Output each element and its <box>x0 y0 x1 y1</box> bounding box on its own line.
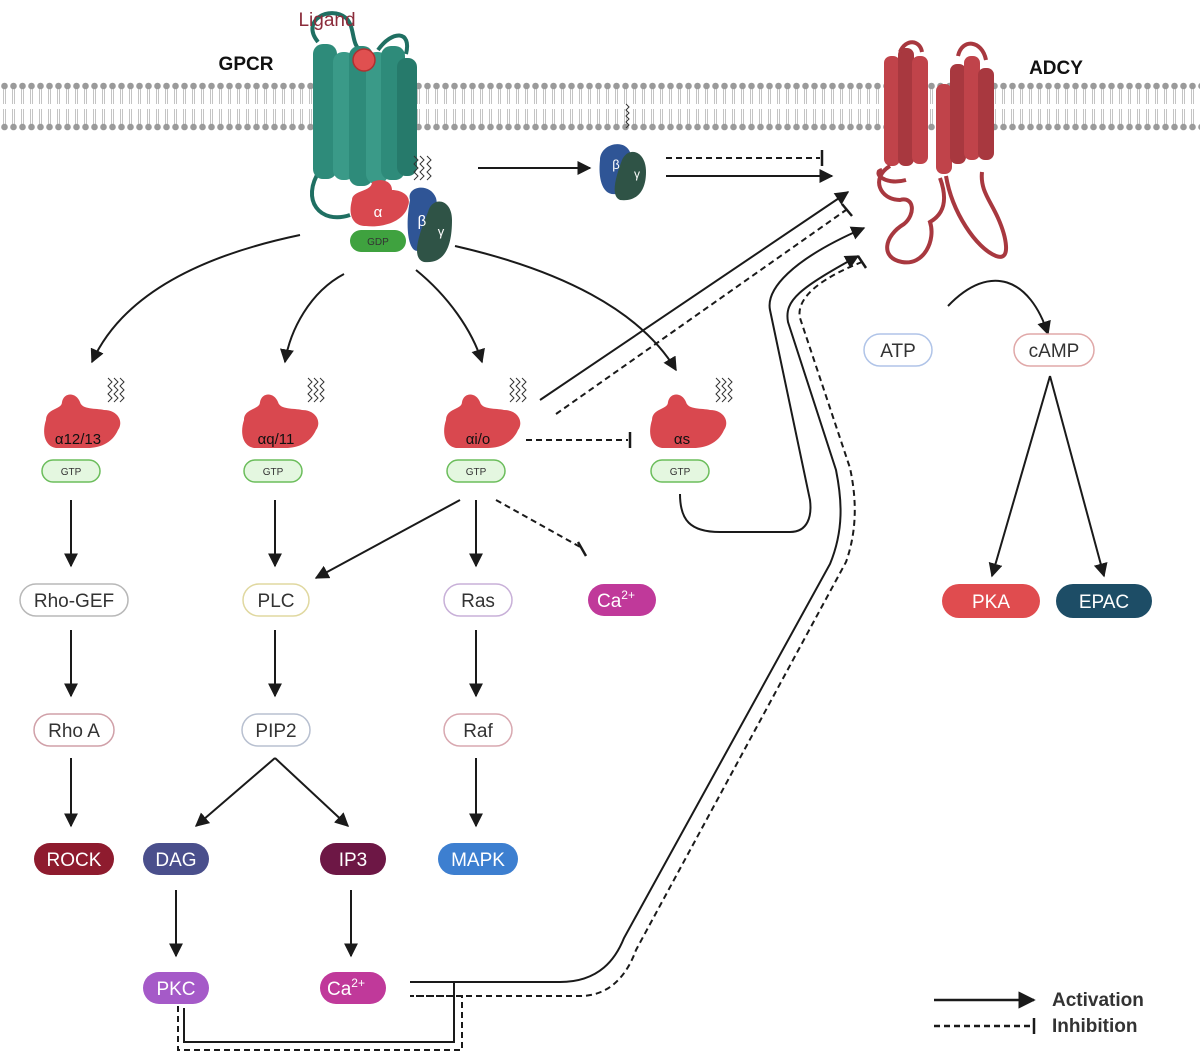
rho-gef-node: Rho-GEF <box>19 583 129 617</box>
camp-node: cAMP <box>1013 333 1095 367</box>
ip3-node: IP3 <box>320 843 386 875</box>
pkc-node: PKC <box>143 972 209 1004</box>
legend-inhibition-label: Inhibition <box>1052 1016 1137 1037</box>
beta-label: β <box>418 213 427 230</box>
activation-arrows <box>64 169 1108 1043</box>
rock-node: ROCK <box>34 843 114 875</box>
ras-label: Ras <box>461 591 495 612</box>
galpha-12-13-label: α12/13 <box>55 431 101 448</box>
legend: Activation Inhibition <box>934 990 1144 1037</box>
svg-text:Ca2+: Ca2+ <box>597 588 635 612</box>
galpha-12-13 <box>41 377 125 483</box>
calcium-node-plc: Ca2+ <box>320 972 386 1004</box>
dag-node: DAG <box>143 843 209 875</box>
atp-label: ATP <box>880 341 916 362</box>
g-protein-heterotrimer <box>350 155 452 263</box>
rho-a-label: Rho A <box>48 721 100 742</box>
atp-node: ATP <box>863 333 933 367</box>
galpha-q-11 <box>242 377 325 483</box>
galpha-s-label: αs <box>674 431 690 448</box>
rho-gef-label: Rho-GEF <box>34 591 114 612</box>
cell-membrane <box>0 82 1200 132</box>
ip3-label: IP3 <box>339 850 368 871</box>
gdp-label: GDP <box>367 237 389 248</box>
calcium-label-1: Ca <box>327 979 352 1000</box>
calcium-charge-2: 2+ <box>621 588 635 602</box>
mapk-label: MAPK <box>451 850 505 871</box>
inhibition-arrows <box>177 157 863 1051</box>
gtp-label-2: GTP <box>263 467 284 478</box>
gamma-label: γ <box>438 224 445 239</box>
pkc-label: PKC <box>156 979 195 1000</box>
plc-label: PLC <box>258 591 295 612</box>
gpcr-label: GPCR <box>219 54 274 75</box>
inhibition-bars <box>576 150 868 557</box>
calcium-label-2: Ca <box>597 591 622 612</box>
dag-label: DAG <box>155 850 196 871</box>
gtp-label-4: GTP <box>670 467 691 478</box>
gamma-free-label: γ <box>634 167 640 181</box>
gtp-label-1: GTP <box>61 467 82 478</box>
plc-node: PLC <box>242 583 310 617</box>
legend-activation-label: Activation <box>1052 990 1144 1011</box>
pip2-node: PIP2 <box>241 713 311 747</box>
galpha-q-11-label: αq/11 <box>258 431 295 448</box>
pka-node: PKA <box>942 584 1040 618</box>
adenylyl-cyclase <box>876 40 1008 265</box>
epac-label: EPAC <box>1079 592 1129 613</box>
svg-text:Ca2+: Ca2+ <box>327 976 365 1000</box>
pka-label: PKA <box>972 592 1010 613</box>
beta-free-label: β <box>612 157 619 172</box>
camp-label: cAMP <box>1029 341 1080 362</box>
galpha-s <box>650 377 733 483</box>
mapk-node: MAPK <box>438 843 518 875</box>
raf-label: Raf <box>463 721 493 742</box>
rock-label: ROCK <box>47 850 102 871</box>
beta-gamma-dimer <box>599 103 646 201</box>
gpcr-receptor <box>309 11 417 220</box>
gtp-label-3: GTP <box>466 467 487 478</box>
epac-node: EPAC <box>1056 584 1152 618</box>
ligand-label: Ligand <box>298 10 355 31</box>
galpha-i-o-label: αi/o <box>466 431 491 448</box>
galpha-i-o <box>444 377 527 483</box>
pip2-label: PIP2 <box>255 721 296 742</box>
calcium-node-gi: Ca2+ <box>588 584 656 616</box>
raf-node: Raf <box>443 713 513 747</box>
alpha-label: α <box>374 204 383 221</box>
calcium-charge-1: 2+ <box>351 976 365 990</box>
ras-node: Ras <box>443 583 513 617</box>
adcy-label: ADCY <box>1029 58 1083 79</box>
ligand-molecule <box>352 48 376 72</box>
rho-a-node: Rho A <box>33 713 115 747</box>
branch-arrows <box>90 161 677 372</box>
